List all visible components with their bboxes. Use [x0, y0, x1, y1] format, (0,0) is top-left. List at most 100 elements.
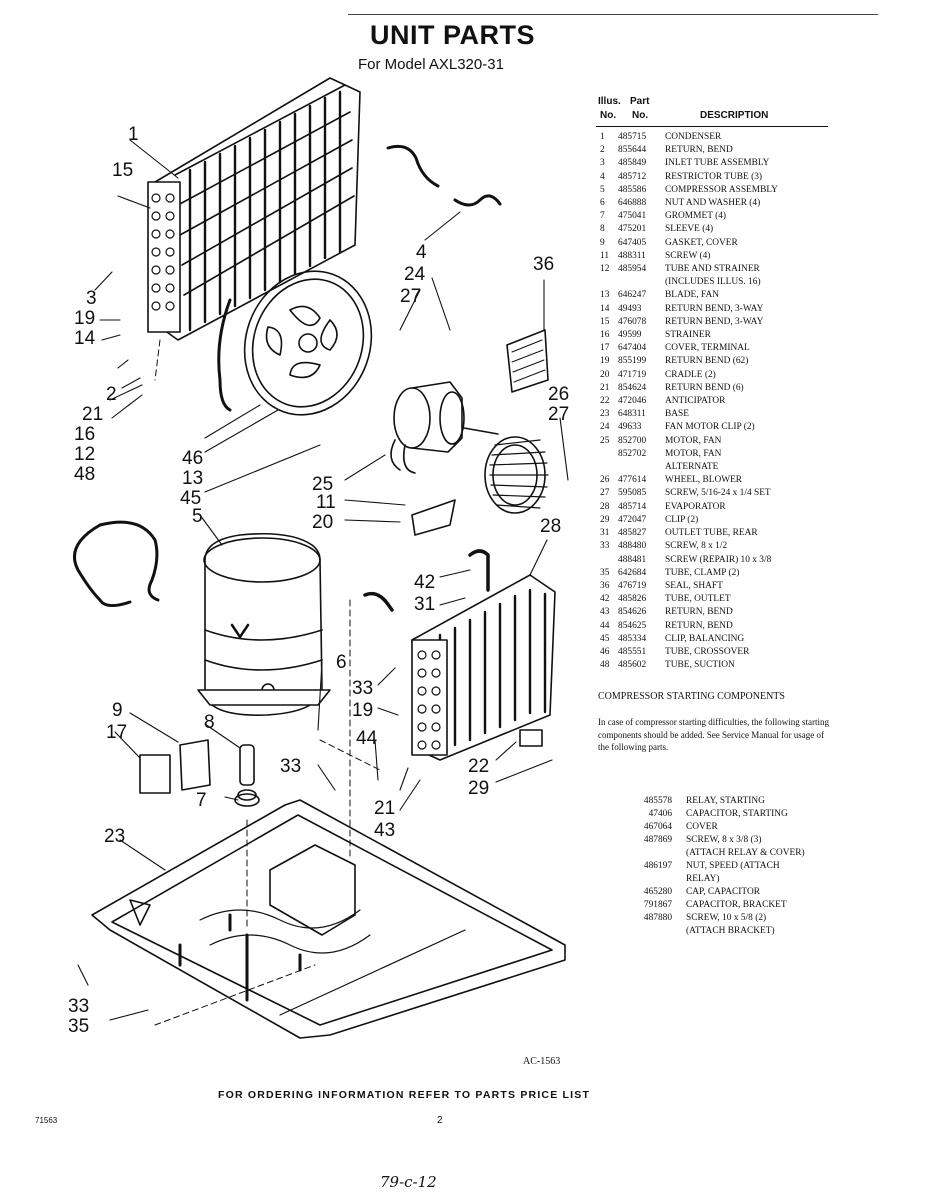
callout-27-b: 27	[548, 404, 569, 425]
table-row: 42 485826 TUBE, OUTLET	[596, 593, 828, 606]
part-description: RETURN, BEND	[665, 607, 733, 618]
part-description: SCREW (4)	[665, 250, 711, 261]
table-row: (INCLUDES ILLUS. 16)	[596, 276, 828, 289]
part-number: 485826	[618, 594, 647, 605]
parts-table-header: Illus. Part No. No. DESCRIPTION	[596, 96, 828, 126]
callout-25: 25	[312, 474, 333, 495]
part-description: TUBE, OUTLET	[665, 594, 731, 605]
part-number: 477614	[618, 475, 647, 486]
base-pan	[91, 799, 566, 1039]
condenser-coil	[147, 77, 361, 341]
illus-number: 23	[600, 409, 610, 420]
part-description: COMPRESSOR ASSEMBLY	[665, 184, 778, 195]
model-subtitle: For Model AXL320-31	[358, 56, 504, 73]
illus-number: 8	[600, 224, 605, 235]
part-description: SCREW, 5/16-24 x 1/4 SET	[665, 488, 771, 499]
part-number: 854624	[618, 382, 647, 393]
illus-number	[596, 448, 618, 461]
header-rule	[596, 126, 828, 127]
callout-13: 13	[182, 468, 203, 489]
callout-7: 7	[196, 790, 207, 811]
table-row: ALTERNATE	[596, 461, 828, 474]
part-number: 465280	[643, 887, 672, 897]
illus-number	[596, 554, 618, 567]
part-description: RETURN BEND (62)	[665, 356, 749, 367]
part-number: 485602	[618, 660, 647, 671]
part-number: 487880	[643, 913, 672, 923]
illus-number: 25	[600, 435, 610, 446]
callout-16: 16	[74, 424, 95, 445]
illus-number	[596, 461, 618, 474]
part-description: ANTICIPATOR	[665, 396, 726, 407]
part-number: 49633	[618, 422, 642, 433]
part-description: RETURN BEND (6)	[665, 382, 744, 393]
ordering-footer: FOR ORDERING INFORMATION REFER TO PARTS …	[218, 1089, 591, 1101]
part-number: 485849	[618, 158, 647, 169]
callout-24: 24	[404, 264, 426, 285]
part-description: BLADE, FAN	[665, 290, 719, 301]
illus-number: 16	[600, 330, 610, 341]
header-part-no: No.	[632, 110, 649, 121]
illus-number: 26	[600, 475, 610, 486]
illus-number: 5	[600, 184, 605, 195]
compressor	[197, 532, 331, 716]
part-description: COVER, TERMINAL	[665, 343, 750, 354]
illus-number: 43	[600, 607, 610, 618]
callout-26: 26	[548, 384, 569, 405]
shaft-seal	[506, 329, 549, 393]
callout-9: 9	[112, 700, 123, 721]
illus-number: 15	[600, 316, 610, 327]
handwritten-note: 79-c-12	[380, 1173, 437, 1191]
part-number: 485586	[618, 184, 647, 195]
illus-number: 42	[600, 594, 610, 605]
drawing-code: AC-1563	[523, 1056, 561, 1067]
part-number: 487869	[643, 835, 672, 845]
callout-14: 14	[74, 328, 96, 349]
callout-17: 17	[106, 722, 127, 743]
illus-number: 2	[600, 145, 605, 156]
illus-number: 17	[600, 343, 610, 354]
illus-number: 31	[600, 528, 610, 539]
part-number: 852700	[618, 435, 647, 446]
part-description: TUBE AND STRAINER	[665, 264, 760, 275]
part-number: 485714	[618, 501, 647, 512]
part-number: 472047	[618, 514, 647, 525]
callout-11: 11	[316, 492, 336, 513]
page-number: 2	[437, 1115, 443, 1126]
part-number: 485954	[618, 264, 647, 275]
part-number: 475041	[618, 211, 647, 222]
part-number: 642684	[618, 567, 647, 578]
compressor-section-title: COMPRESSOR STARTING COMPONENTS	[598, 691, 785, 702]
compressor-section-note: In case of compressor starting difficult…	[598, 717, 830, 752]
part-description: EVAPORATOR	[665, 501, 726, 512]
table-row: 5 485586 COMPRESSOR ASSEMBLY	[596, 184, 828, 197]
callout-3: 3	[86, 288, 97, 309]
part-number: 485712	[618, 171, 647, 182]
part-description: STRAINER	[665, 330, 711, 341]
part-number: 47406	[648, 809, 672, 819]
illus-number: 6	[600, 198, 605, 209]
illus-number: 1	[600, 132, 605, 142]
illus-number: 19	[600, 356, 610, 367]
